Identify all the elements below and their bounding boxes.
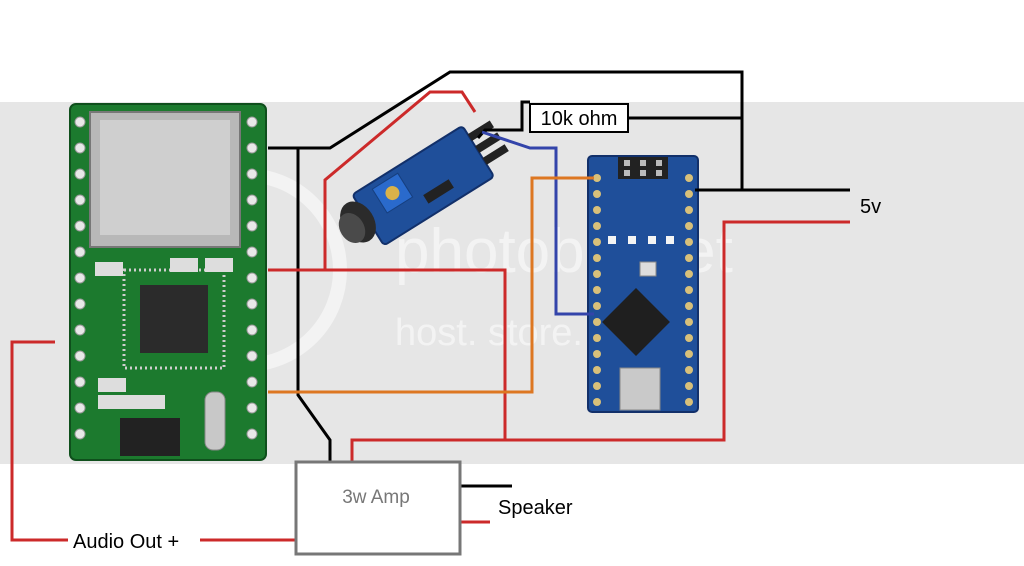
power-5v-label: 5v (860, 196, 881, 218)
wire-red-audio-out (10, 340, 68, 542)
reset-button (639, 261, 657, 277)
amp-3w: 3w Amp (294, 460, 462, 556)
microphone-capsule (338, 201, 376, 243)
resistor-10k: 10k ohm (529, 103, 629, 133)
speaker-label: Speaker (498, 497, 573, 519)
microphone-sensor-module (352, 120, 509, 246)
wire-black-gnd-top (268, 70, 744, 190)
crystal (204, 391, 226, 451)
wire-red-5v-to-amp (350, 220, 850, 462)
mini-usb-port (619, 367, 661, 411)
audio-out-label: Audio Out + (73, 531, 179, 553)
mp3-module-board (69, 103, 267, 461)
arduino-nano-board (587, 155, 699, 413)
wire-red-board-to-amp (325, 268, 507, 440)
wire-orange-busy (268, 176, 594, 394)
wire-red-mic-vcc (268, 90, 477, 272)
resistor-label: 10k ohm (541, 108, 618, 130)
amp-label: 3w Amp (342, 487, 410, 508)
mp3-chip (140, 285, 208, 353)
atmega-chip (602, 288, 670, 356)
wire-blue-mic-signal (481, 130, 594, 316)
